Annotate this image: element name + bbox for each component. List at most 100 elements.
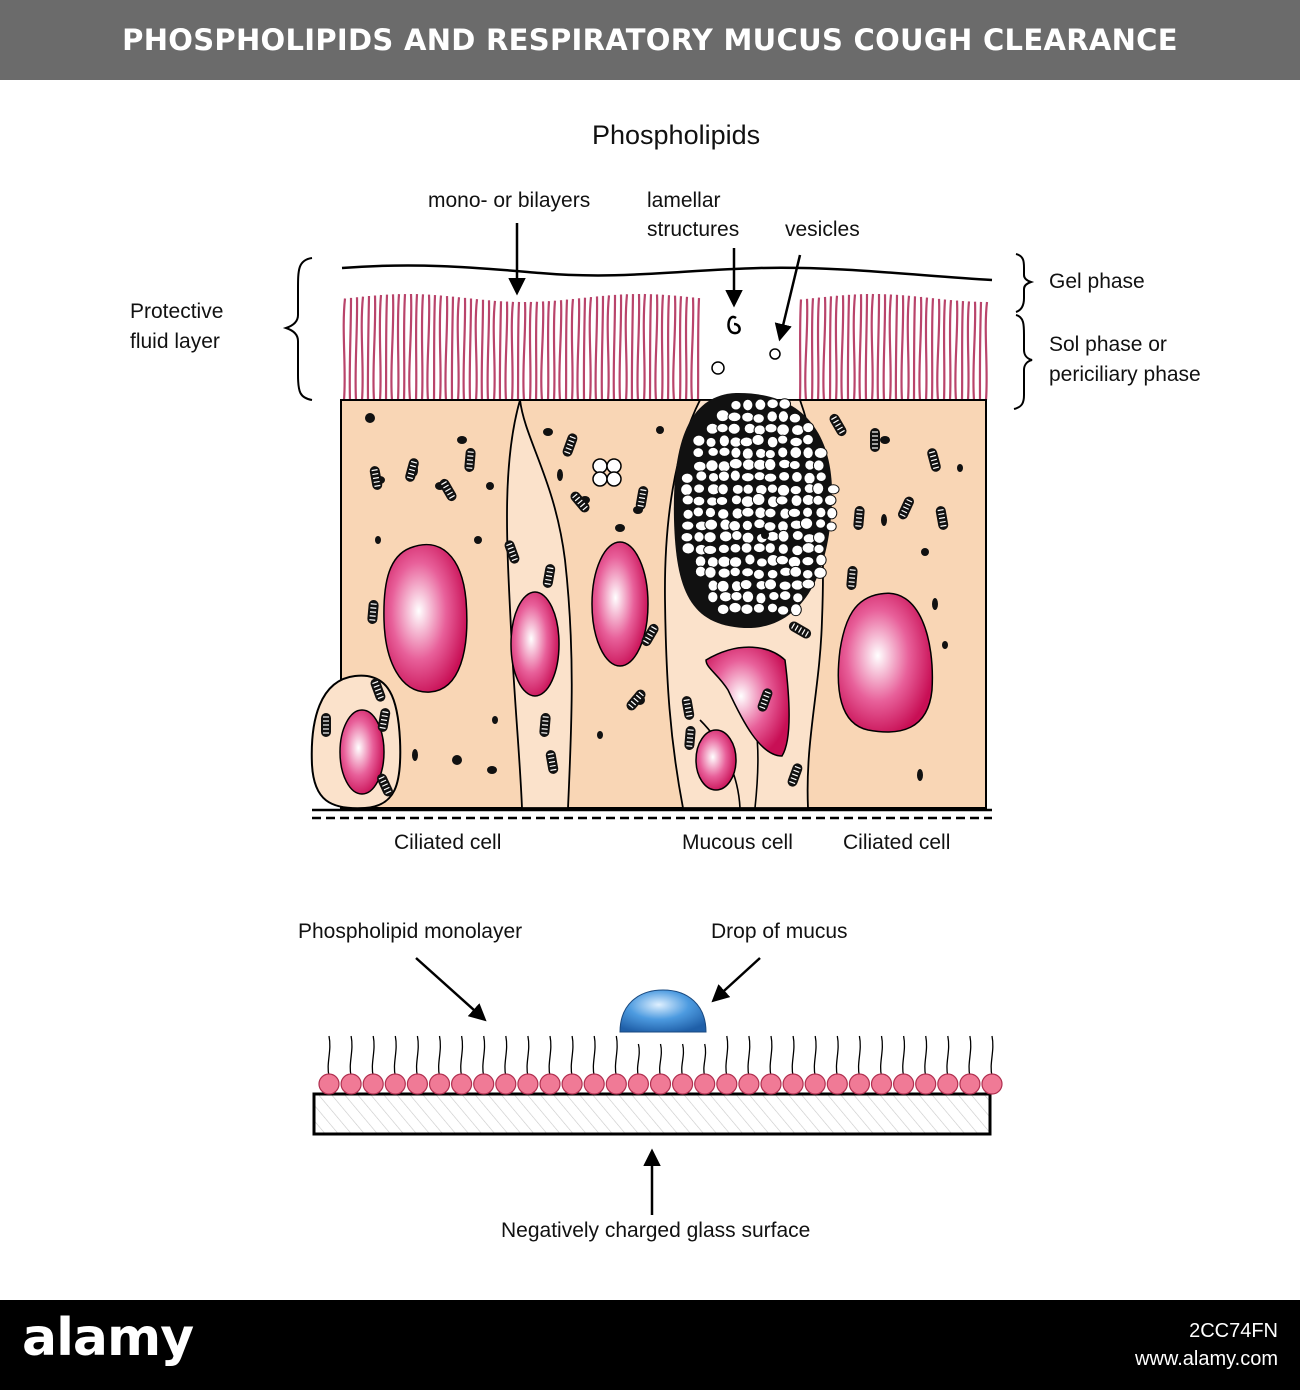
gel-brace xyxy=(1015,253,1035,313)
organelle xyxy=(557,469,563,481)
granule xyxy=(694,555,707,568)
granule xyxy=(695,470,708,482)
cilium xyxy=(438,295,443,401)
phospholipid-head xyxy=(340,1073,362,1095)
mucus-granules xyxy=(680,398,840,617)
cilium xyxy=(900,295,905,401)
cilium xyxy=(840,295,845,401)
label-ciliated-cell-right: Ciliated cell xyxy=(843,831,951,854)
image-id: 2CC74FN xyxy=(1189,1320,1278,1342)
phospholipid-head xyxy=(804,1073,826,1095)
granule xyxy=(787,507,802,518)
granule xyxy=(718,591,733,603)
granule xyxy=(815,471,827,483)
granule xyxy=(813,566,827,579)
granule xyxy=(680,532,694,543)
phospholipid-head xyxy=(495,1073,517,1095)
granule xyxy=(718,530,733,543)
cilium xyxy=(444,296,449,401)
organelle xyxy=(881,514,887,526)
granule xyxy=(751,493,766,507)
mitochondrion xyxy=(464,448,476,472)
organelle xyxy=(656,426,664,434)
label-mucous-cell: Mucous cell xyxy=(682,831,793,854)
phospholipid-head xyxy=(406,1073,428,1095)
mitochondrion xyxy=(853,506,865,530)
granule xyxy=(766,602,779,614)
phospholipid-head xyxy=(981,1073,1003,1095)
organelle xyxy=(375,536,381,544)
granule xyxy=(740,472,755,483)
phospholipid-head xyxy=(627,1073,650,1095)
cilium xyxy=(696,298,701,401)
granule xyxy=(682,508,694,520)
cilium xyxy=(528,301,533,401)
granule xyxy=(704,566,717,579)
granule xyxy=(766,398,779,410)
granule xyxy=(813,531,826,544)
phospholipid-head xyxy=(848,1073,871,1095)
cilium xyxy=(396,294,401,401)
granule xyxy=(812,482,825,496)
granule xyxy=(717,567,731,579)
mitochondrion xyxy=(684,726,696,750)
phospholipid-head xyxy=(738,1073,760,1095)
cilium xyxy=(552,300,557,401)
mitochondrion xyxy=(545,750,559,774)
organelle xyxy=(492,716,498,724)
mitochondrion xyxy=(439,478,457,502)
granule xyxy=(791,544,804,557)
granule xyxy=(692,447,705,459)
cilium xyxy=(594,296,599,401)
granule xyxy=(707,471,720,483)
label-periciliary-phase: periciliary phase xyxy=(1049,363,1201,386)
cilium xyxy=(384,294,389,401)
cilium xyxy=(450,296,455,401)
cilium xyxy=(690,297,695,401)
granule xyxy=(815,553,827,567)
granule xyxy=(755,592,767,605)
organelle xyxy=(486,482,494,490)
mitochondrion xyxy=(681,696,695,720)
cilium xyxy=(666,295,671,401)
cilium xyxy=(492,300,497,401)
granule xyxy=(751,433,765,447)
granule xyxy=(789,603,802,617)
organelle xyxy=(942,641,948,649)
granule xyxy=(778,458,792,470)
cilium xyxy=(684,296,689,401)
granule xyxy=(802,446,814,460)
granule xyxy=(716,423,729,434)
label-mono-bilayers: mono- or bilayers xyxy=(428,189,591,212)
granule xyxy=(753,518,766,530)
granule xyxy=(766,435,779,449)
cilium xyxy=(342,298,347,401)
organelle xyxy=(880,436,890,444)
granule xyxy=(789,446,803,459)
granule xyxy=(741,411,755,423)
granule xyxy=(741,506,755,518)
mitochondrion xyxy=(870,428,880,452)
cilium xyxy=(624,294,629,401)
cilium xyxy=(378,294,383,401)
granule xyxy=(815,506,827,519)
granule xyxy=(731,483,744,495)
granule xyxy=(692,434,706,447)
organelle xyxy=(474,536,482,544)
cilium xyxy=(606,295,611,401)
cilium xyxy=(672,295,677,401)
granule xyxy=(739,436,754,448)
granule xyxy=(740,542,753,554)
granule xyxy=(694,565,707,578)
cilium xyxy=(474,299,479,401)
mitochondrion xyxy=(570,491,590,513)
granule xyxy=(680,472,694,484)
granule xyxy=(727,422,741,435)
cilium xyxy=(960,300,965,401)
cilium xyxy=(414,294,419,401)
cilium xyxy=(930,298,935,401)
organelle xyxy=(615,524,625,532)
granule xyxy=(777,446,789,459)
cilium xyxy=(558,300,563,401)
cilium xyxy=(978,301,983,401)
